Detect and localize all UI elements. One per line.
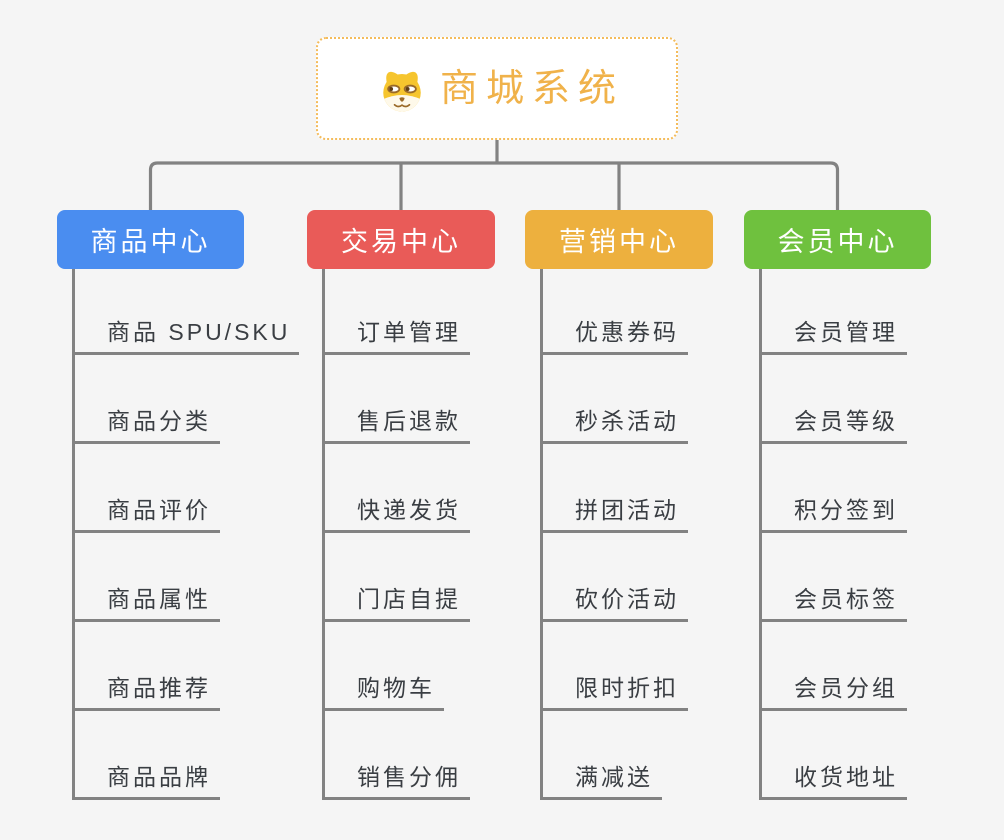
leaf-row: 拼团活动: [540, 444, 688, 533]
leaf-row: 订单管理: [322, 266, 470, 355]
leaf-row: 销售分佣: [322, 711, 470, 800]
branch-header-trade-center[interactable]: 交易中心: [307, 210, 495, 269]
leaf-node[interactable]: 商品推荐: [72, 677, 220, 711]
leaf-row: 会员等级: [759, 355, 907, 444]
branch-children-list: 商品 SPU/SKU 商品分类 商品评价 商品属性 商品推荐 商品品牌: [72, 266, 300, 800]
leaf-row: 商品推荐: [72, 622, 299, 711]
leaf-node[interactable]: 会员分组: [759, 677, 907, 711]
dog-face-icon: [383, 71, 421, 111]
leaf-node[interactable]: 秒杀活动: [540, 410, 688, 444]
leaf-node[interactable]: 会员标签: [759, 588, 907, 622]
leaf-row: 商品品牌: [72, 711, 299, 800]
leaf-row: 会员分组: [759, 622, 907, 711]
leaf-node[interactable]: 商品属性: [72, 588, 220, 622]
leaf-node[interactable]: 商品评价: [72, 499, 220, 533]
branch-trade-center: 交易中心 订单管理 售后退款 快递发货 门店自提 购物车 销售分佣: [307, 210, 495, 800]
leaf-row: 商品分类: [72, 355, 299, 444]
leaf-row: 砍价活动: [540, 533, 688, 622]
branch-children-list: 会员管理 会员等级 积分签到 会员标签 会员分组 收货地址: [759, 266, 907, 800]
leaf-node[interactable]: 满减送: [540, 766, 662, 800]
root-node[interactable]: 商城系统: [316, 37, 678, 140]
leaf-node[interactable]: 优惠券码: [540, 321, 688, 355]
leaf-node[interactable]: 快递发货: [322, 499, 470, 533]
leaf-node[interactable]: 商品品牌: [72, 766, 220, 800]
branch-header-member-center[interactable]: 会员中心: [744, 210, 931, 269]
leaf-node[interactable]: 会员等级: [759, 410, 907, 444]
leaf-node[interactable]: 拼团活动: [540, 499, 688, 533]
leaf-row: 门店自提: [322, 533, 470, 622]
leaf-node[interactable]: 商品分类: [72, 410, 220, 444]
leaf-node[interactable]: 商品 SPU/SKU: [72, 321, 300, 355]
leaf-node[interactable]: 积分签到: [759, 499, 907, 533]
leaf-node[interactable]: 收货地址: [759, 766, 907, 800]
leaf-row: 会员标签: [759, 533, 907, 622]
branch-product-center: 商品中心 商品 SPU/SKU 商品分类 商品评价 商品属性 商品推荐 商品品牌: [57, 210, 300, 800]
leaf-row: 售后退款: [322, 355, 470, 444]
branch-member-center: 会员中心 会员管理 会员等级 积分签到 会员标签 会员分组 收货地址: [744, 210, 931, 800]
leaf-row: 秒杀活动: [540, 355, 688, 444]
leaf-node[interactable]: 限时折扣: [540, 677, 688, 711]
leaf-node[interactable]: 订单管理: [322, 321, 470, 355]
leaf-node[interactable]: 售后退款: [322, 410, 470, 444]
root-title: 商城系统: [439, 67, 624, 110]
leaf-row: 积分签到: [759, 444, 907, 533]
branch-children-list: 订单管理 售后退款 快递发货 门店自提 购物车 销售分佣: [322, 266, 470, 800]
leaf-row: 收货地址: [759, 711, 907, 800]
leaf-node[interactable]: 会员管理: [759, 321, 907, 355]
leaf-row: 购物车: [322, 622, 470, 711]
branch-marketing-center: 营销中心 优惠券码 秒杀活动 拼团活动 砍价活动 限时折扣 满减送: [525, 210, 713, 800]
leaf-row: 满减送: [540, 711, 688, 800]
leaf-row: 商品属性: [72, 533, 299, 622]
leaf-node[interactable]: 购物车: [322, 677, 444, 711]
leaf-row: 商品评价: [72, 444, 299, 533]
branch-header-product-center[interactable]: 商品中心: [57, 210, 244, 269]
leaf-row: 限时折扣: [540, 622, 688, 711]
leaf-row: 商品 SPU/SKU: [72, 266, 300, 355]
branch-header-marketing-center[interactable]: 营销中心: [525, 210, 713, 269]
leaf-row: 会员管理: [759, 266, 907, 355]
branch-children-list: 优惠券码 秒杀活动 拼团活动 砍价活动 限时折扣 满减送: [540, 266, 688, 800]
leaf-row: 快递发货: [322, 444, 470, 533]
leaf-node[interactable]: 砍价活动: [540, 588, 688, 622]
branch-rail-line: [148, 161, 840, 210]
leaf-node[interactable]: 门店自提: [322, 588, 470, 622]
leaf-node[interactable]: 销售分佣: [322, 766, 470, 800]
leaf-row: 优惠券码: [540, 266, 688, 355]
